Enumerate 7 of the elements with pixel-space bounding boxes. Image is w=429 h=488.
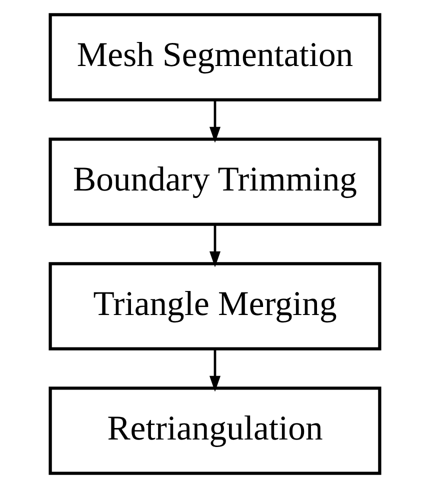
node-box: Mesh Segmentation — [48, 13, 381, 102]
arrow — [208, 224, 220, 268]
arrow — [208, 100, 220, 143]
arrow — [208, 348, 220, 392]
node-box: Retriangulation — [48, 386, 381, 475]
node-box: Triangle Merging — [48, 262, 381, 350]
node-box: Boundary Trimming — [48, 138, 381, 226]
